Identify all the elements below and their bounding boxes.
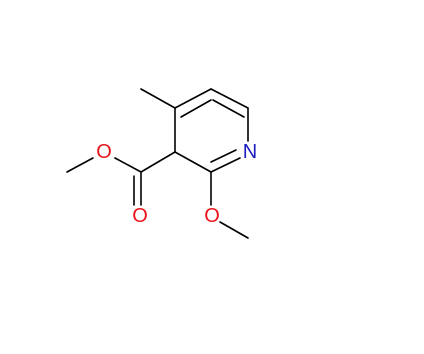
bond-c2-c3 — [174, 151, 212, 173]
bond-ether-o-methyl — [66, 157, 94, 173]
bond-n1-c2-inner — [210, 149, 237, 163]
atom-label-nitrogen: N — [243, 141, 257, 163]
bond-c4-c5 — [174, 88, 212, 109]
bond-c5-c6 — [210, 88, 249, 109]
bond-n1-c2 — [210, 157, 241, 173]
atom-label-methoxy-oxygen: O — [204, 205, 220, 227]
bond-carbonyl-ether-o — [114, 157, 142, 173]
bond-c4-methyl — [140, 88, 176, 109]
atom-label-carbonyl-oxygen: O — [132, 205, 148, 227]
bond-c3-carbonyl — [140, 151, 176, 173]
bond-methoxy-o-methyl — [219, 221, 249, 239]
atom-label-ester-oxygen: O — [96, 141, 112, 163]
bond-c4-c5-inner — [180, 99, 212, 118]
bond-c5-c6-inner — [212, 99, 245, 118]
